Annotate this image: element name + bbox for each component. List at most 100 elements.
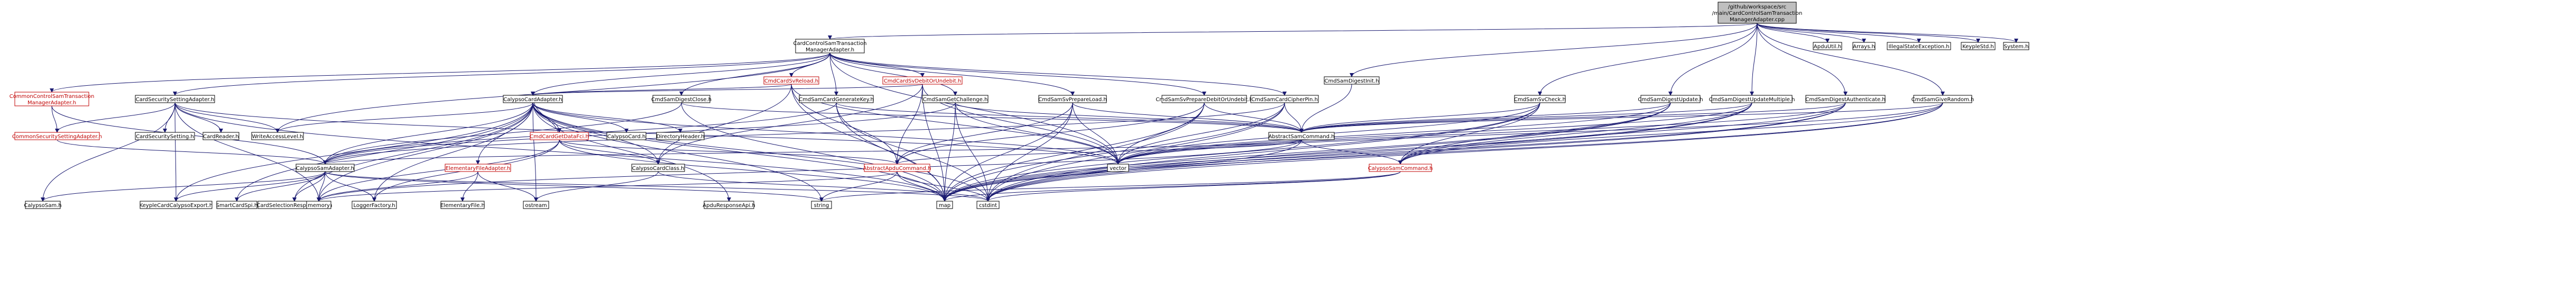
node-logger-factory[interactable]: LoggerFactory.h [352,201,397,209]
edge-cmd_sam_digest_update_multiple-to-map [943,102,1752,202]
node-cmd-sam-sv-prepare-debit[interactable]: CmdSamSvPrepareDebitOrUndebit.h [1156,95,1253,103]
node-card-sec-setting[interactable]: CardSecuritySettingAdapter.h [135,95,215,103]
node-calypso-card-adapter[interactable]: CalypsoCardAdapter.h [503,95,563,103]
node-cmd-sam-give-random[interactable]: CmdSamGiveRandom.h [1912,95,1974,103]
node-cmd-sam-digest-update[interactable]: CmdSamDigestUpdate.h [1638,95,1703,103]
node-cmd-sam-card-cipher-pin[interactable]: CmdSamCardCipherPin.h [1250,95,1319,103]
node-label: CardSecuritySetting.h [136,134,194,140]
edge-cmd_sv_reload-to-calypso_card_adapter [531,84,792,96]
node-label: DirectoryHeader.h [656,134,704,140]
node-box [795,39,865,53]
node-cmd-sam-sv-prepare-load[interactable]: CmdSamSvPrepareLoad.h [1038,95,1107,103]
edge-cmd_sam_gen_key-to-abstract_sam_command [836,102,1304,133]
node-apdu-response-api[interactable]: ApduResponseApi.h [703,201,755,209]
node-keyple-card-calypso-export[interactable]: KeypleCardCalypsoExport.h [140,201,213,209]
edge-root-to-cmd_sam_give_random [1757,23,1945,96]
node-elementary-file-adapter[interactable]: ElementaryFileAdapter.h [445,164,511,172]
edge-cmd_sam_digest_update_multiple-to-vector [1116,102,1752,165]
node-ostream[interactable]: ostream [523,201,549,209]
node-label: CmdSamGiveRandom.h [1912,97,1974,103]
node-cmd-sam-digest-init[interactable]: CmdSamDigestInit.h [1324,76,1380,85]
edge-calypso_card_adapter-to-cstdint [532,102,990,202]
node-abstract-apdu-command[interactable]: AbstractApduCommand.h [863,164,931,172]
node-box [811,201,832,209]
edge-calypso_card_adapter-to-directory_header [532,102,682,133]
node-label: ApduResponseApi.h [703,203,755,209]
node-abstract-sam-command[interactable]: AbstractSamCommand.h [1268,132,1335,140]
node-calypso-sam[interactable]: CalypsoSam.h [24,201,62,209]
node-cmd-sam-get-challenge[interactable]: CmdSamGetChallenge.h [922,95,989,103]
node-common-ccstam[interactable]: CommonControlSamTransactionManagerAdapte… [10,92,95,106]
node-label: CmdCardGetDataFci.h [530,134,589,140]
edge-cmd_sam_digest_update_multiple-to-abstract_sam_command [1299,102,1752,133]
edge-cmd_sam_sv_prepare_debit-to-abstract_sam_command [1204,102,1304,133]
node-calypso-sam-adapter[interactable]: CalypsoSamAdapter.h [296,164,355,172]
edge-root-to-keyple_std [1757,23,1980,43]
node-cmd-sv-debit[interactable]: CmdCardSvDebitOrUndebit.h [882,76,963,85]
node-cmd-sam-digest-update-multiple[interactable]: CmdSamDigestUpdateMultiple.h [1709,95,1795,103]
edge-calypso_sam_adapter-to-logger_factory [325,171,376,202]
node-box [440,201,485,209]
node-apdu-util[interactable]: ApduUtil.h [1813,42,1842,50]
edge-cmd_sam_digest_update-to-map [943,102,1671,202]
node-box [296,164,355,172]
edge-abstract_sam_command-to-calypso_sam_adapter [323,139,1302,165]
node-box [922,95,989,103]
edge-calypso_card_adapter-to-string [532,102,824,202]
edge-ccstam-to-cmd_sam_sv_prepare_debit [829,52,1206,96]
node-common-sec-setting[interactable]: CommonSecuritySettingAdapter.h [12,132,102,140]
node-box [2003,42,2029,50]
node-elementary-file[interactable]: ElementaryFile.h [440,201,485,209]
node-directory-header[interactable]: DirectoryHeader.h [656,132,705,140]
node-calypso-sam-command[interactable]: CalypsoSamCommand.h [1368,164,1433,172]
node-keyple-std[interactable]: KeypleStd.h [1961,42,1996,50]
node-calypso-card-class[interactable]: CalypsoCardClass.h [631,164,685,172]
node-cmd-sam-digest-auth[interactable]: CmdSamDigestAuthenticate.h [1805,95,1886,103]
node-ccstam[interactable]: CardControlSamTransactionManagerAdapter.… [793,39,867,53]
edge-cmd_sv_reload-to-abstract_apdu_command [791,84,899,165]
edge-cmd_sam_sv_prepare_load-to-map [943,102,1073,202]
node-memory[interactable]: memory [306,201,331,209]
node-card-reader[interactable]: CardReader.h [202,132,239,140]
node-cmd-sv-reload[interactable]: CmdCardSvReload.h [763,76,819,85]
node-cmd-sam-digest-close[interactable]: CmdSamDigestClose.h [651,95,712,103]
node-box [503,95,563,103]
edge-calypso_card_adapter-to-card_selection_response_api [292,102,533,202]
node-label: ElementaryFileAdapter.h [446,166,511,172]
node-box [202,132,239,140]
edge-cmd_sam_digest_update_multiple-to-calypso_sam_command [1398,102,1752,165]
node-map[interactable]: map [936,201,953,209]
node-illegal-state[interactable]: IllegalStateException.h [1887,42,1951,50]
node-write-access-level[interactable]: WriteAccessLevel.h [251,132,304,140]
node-box [1107,164,1129,172]
node-string[interactable]: string [811,201,832,209]
node-smart-card-spi[interactable]: SmartCardSpi.h [216,201,258,209]
edge-ccstam-to-card_sec_setting [173,52,830,96]
edge-abstract_sam_command-to-abstract_apdu_command [895,139,1302,165]
node-cmd-sam-sv-check[interactable]: CmdSamSvCheck.h [1514,95,1566,103]
node-cmd-card-get-data-fci[interactable]: CmdCardGetDataFci.h [530,132,589,140]
node-label: CalypsoSam.h [24,203,61,209]
edge-elementary_file_adapter-to-memory [317,171,478,202]
node-box [1718,2,1797,24]
node-cstdint[interactable]: cstdint [976,201,1000,209]
edge-cmd_sam_sv_prepare_load-to-abstract_apdu_command [895,102,1073,165]
node-card-security-setting[interactable]: CardSecuritySetting.h [135,132,195,140]
node-cmd-sam-gen-key[interactable]: CmdSamCardGenerateKey.h [799,95,874,103]
edge-card_sec_setting-to-map [174,102,947,202]
node-arrays[interactable]: Arrays.h [1852,42,1876,50]
edge-cmd_sam_sv_prepare_debit-to-vector [1116,102,1205,165]
node-box [976,201,1000,209]
node-box [445,164,511,172]
node-root[interactable]: /github/workspace/src/main/CardControlSa… [1712,2,1803,24]
node-label: CmdSamDigestUpdate.h [1638,97,1703,103]
node-calypso-card[interactable]: CalypsoCard.h [606,132,647,140]
node-label: ApduUtil.h [1814,44,1841,50]
edge-ccstam-to-cmd_sam_card_cipher_pin [829,52,1287,96]
node-layer: /github/workspace/src/main/CardControlSa… [10,2,2029,209]
node-vector[interactable]: vector [1107,164,1129,172]
node-label: cstdint [979,203,997,209]
edge-calypso_card_adapter-to-keyple_card_calypso_export [174,102,533,202]
node-system[interactable]: System.h [2003,42,2029,50]
node-box [1038,95,1107,103]
